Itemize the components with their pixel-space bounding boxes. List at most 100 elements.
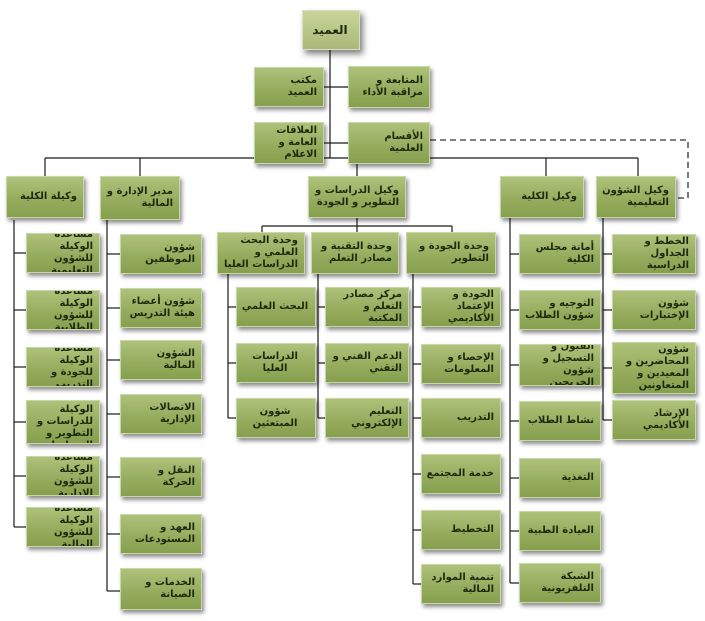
female-vice-item-label: مساعدة الوكيلة للجودة و التدريب [50,347,93,387]
research-item-label: شؤون المبتعثين [252,406,298,429]
vice-dean-item-label: التغذية [561,472,594,483]
edu-affairs-item: شؤون المحاضرين و المعيدين و المتعاونين [612,342,696,394]
admin-item: العهد و المستودعات [120,514,202,554]
edu-affairs-item-label: شؤون المحاضرين و المعيدين و المتعاونين [625,344,689,391]
admin-head: مدير الإدارة و المالية [100,176,180,220]
dean-office-label: مكتب العميد [287,75,317,98]
admin-item-label: الشؤون المالية [156,348,195,371]
tech-unit-head: وحدة التقنية و مصادر التعلم [311,232,399,274]
vice-dean-head: وكيل الكلية [500,176,584,218]
vice-dean-item: التوجيه و شؤون الطلاب [519,290,601,330]
quality-item-label: الإحصاء و المعلومات [444,352,494,375]
quality-item: الإحصاء و المعلومات [421,344,501,384]
vice-dean-item-label: الشبكة التلفزيونية [541,571,594,594]
vice-dean-item-label: أمانة مجلس الكلية [535,242,594,265]
quality-unit-title: وحدة الجودة و التطوير [419,241,489,264]
female-vice-item-label: مساعدة الوكيلة للشؤون الإدارية [53,456,93,496]
vice-dean-item: الشبكة التلفزيونية [519,563,601,603]
vice-dean-item-label: التوجيه و شؤون الطلاب [525,298,594,321]
research-unit-head: وحدة البحث العلمي و الدراسات العليا [217,232,305,274]
tech-item-label: التعليم الإلكتروني [351,406,402,429]
grad-studies-head: وكيل الدراسات و التطوير و الجودة [308,176,406,218]
quality-unit-head: وحدة الجودة و التطوير [406,232,496,274]
female-vice-item-label: مساعدة الوكيلة للدراسات و التطوير و التخ… [36,401,93,443]
edu-affairs-item-label: الإرشاد الأكاديمي [642,408,689,431]
tech-unit-title: وحدة التقنية و مصادر التعلم [321,241,392,264]
vice-dean-item: نشاط الطلاب [519,401,601,441]
female-vice-item: مساعدة الوكيلة للشؤون الإدارية [26,456,100,496]
edu-affairs-item-label: شؤون الإختبارات [639,298,689,321]
edu-affairs-item: شؤون الإختبارات [612,290,696,330]
admin-title: مدير الإدارة و المالية [106,186,173,209]
vice-dean-item: التغذية [519,458,601,498]
pr-label: العلاقات العامة و الاعلام [276,125,317,160]
admin-item-label: شؤون الموظفين [145,242,195,265]
female-vice-item-label: مساعدة الوكيلة للشؤون الطلابية [53,290,93,330]
pr-box: العلاقات العامة و الاعلام [254,122,324,164]
vice-dean-item: العيادة الطبية [519,511,601,551]
admin-item-label: الاتصالات الإدارية [149,402,195,425]
tech-item-label: مركز مصادر التعلم و المكتبة [343,289,402,324]
admin-item-label: العهد و المستودعات [134,522,195,545]
tech-item: مركز مصادر التعلم و المكتبة [325,287,409,327]
admin-item-label: النقل و الحركة [157,465,195,488]
female-vice-item: مساعدة الوكيلة للجودة و التدريب [26,347,100,387]
research-item: شؤون المبتعثين [236,398,316,438]
vice-dean-item: أمانة مجلس الكلية [519,234,601,274]
vice-dean-item-label: القبول و التسجيل و شؤون الخريجين [542,344,594,386]
admin-item-label: الخدمات و الصيانة [145,577,195,600]
edu-affairs-title: وكيل الشؤون التعليمية [602,185,669,208]
research-unit-title: وحدة البحث العلمي و الدراسات العليا [223,235,298,270]
female-vice-head: وكيلة الكلية [6,176,84,218]
quality-item-label: تنمية الموارد المالية [431,572,494,595]
female-vice-item: مساعدة الوكيلة للشؤون الطلابية [26,290,100,330]
dean-office-box: مكتب العميد [254,67,324,107]
quality-item: التدريب [421,398,501,438]
admin-item: الشؤون المالية [120,340,202,380]
research-item: الدراسات العليا [236,343,316,383]
quality-item: التخطيط [421,510,501,550]
departments-box: الأقسام العلمية [348,122,430,164]
female-vice-item: مساعدة الوكيلة للدراسات و التطوير و التخ… [26,400,100,444]
female-vice-title: وكيلة الكلية [20,191,77,202]
dean-label: العميد [312,23,348,37]
quality-item: خدمة المجتمع [421,454,501,494]
admin-item: الخدمات و الصيانة [120,568,202,610]
vice-dean-item: القبول و التسجيل و شؤون الخريجين [519,344,601,386]
quality-item: تنمية الموارد المالية [421,564,501,604]
monitoring-label: المتابعة و مراقبة الأداء [362,75,423,98]
edu-affairs-item: الخطط و الجداول الدراسية [612,234,696,274]
admin-item: النقل و الحركة [120,457,202,497]
quality-item-label: الجودة و الإعتماد الأكاديمي [447,289,494,324]
female-vice-item-label: مساعدة الوكيلة للشؤون المالية [53,507,93,547]
admin-item: الاتصالات الإدارية [120,394,202,434]
research-item: البحث العلمي [236,287,316,327]
dean-box: العميد [302,10,360,50]
admin-item-label: شؤون أعضاء هيئة التدريس [129,296,195,319]
female-vice-item: مساعدة الوكيلة للشؤون المالية [26,507,100,547]
edu-affairs-item-label: الخطط و الجداول الدراسية [644,236,689,271]
admin-item: شؤون الموظفين [120,234,202,274]
tech-item: التعليم الإلكتروني [325,398,409,438]
vice-dean-item-label: نشاط الطلاب [527,415,594,426]
edu-affairs-item: الإرشاد الأكاديمي [612,400,696,440]
vice-dean-title: وكيل الكلية [521,191,577,202]
admin-item: شؤون أعضاء هيئة التدريس [120,288,202,328]
tech-item-label: الدعم الفني و التقني [332,351,402,374]
research-item-label: الدراسات العليا [252,351,298,374]
departments-label: الأقسام العلمية [384,131,423,154]
edu-affairs-head: وكيل الشؤون التعليمية [596,176,676,218]
tech-item: الدعم الفني و التقني [325,343,409,383]
quality-item: الجودة و الإعتماد الأكاديمي [421,287,501,327]
research-item-label: البحث العلمي [241,301,309,312]
female-vice-item: مساعدة الوكيلة للشؤون التعليمية [26,233,100,273]
grad-studies-title: وكيل الدراسات و التطوير و الجودة [315,185,399,208]
quality-item-label: التخطيط [450,524,494,535]
quality-item-label: خدمة المجتمع [426,468,494,479]
vice-dean-item-label: العيادة الطبية [527,525,594,536]
monitoring-box: المتابعة و مراقبة الأداء [348,66,430,108]
quality-item-label: التدريب [456,412,494,423]
female-vice-item-label: مساعدة الوكيلة للشؤون التعليمية [51,233,93,273]
